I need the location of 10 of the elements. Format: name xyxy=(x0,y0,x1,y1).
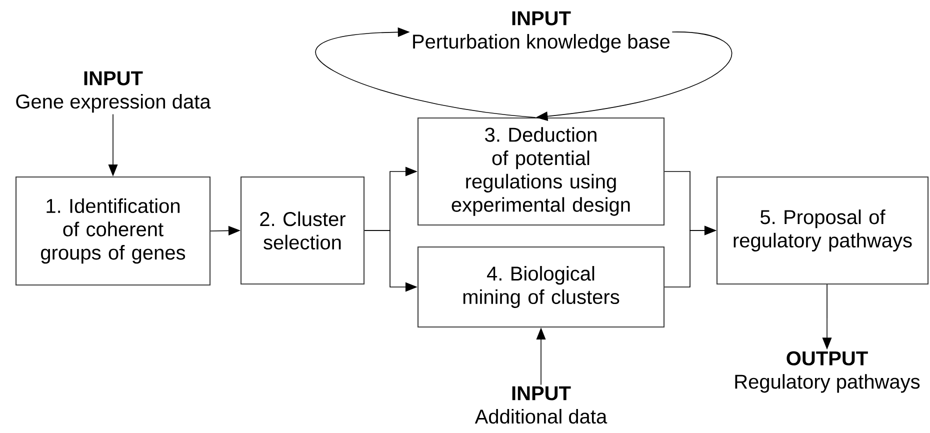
input-label: OUTPUT Regulatory pathways xyxy=(735,351,920,393)
input-label: INPUT Perturbation knowledge base xyxy=(413,11,670,53)
process-box: 5. Proposal of regulatory pathways xyxy=(716,176,929,285)
process-box: 3. Deduction of potential regulations using experimental design xyxy=(417,117,665,226)
arrow xyxy=(315,27,536,118)
process-box: 1. Identification of coherent groups of genes xyxy=(15,176,211,286)
process-box: 4. Biological mining of clusters xyxy=(417,246,665,328)
input-label: INPUT Gene expression data xyxy=(16,71,211,113)
input-label: INPUT Additional data xyxy=(474,386,608,424)
process-box: 2. Cluster selection xyxy=(240,176,365,285)
